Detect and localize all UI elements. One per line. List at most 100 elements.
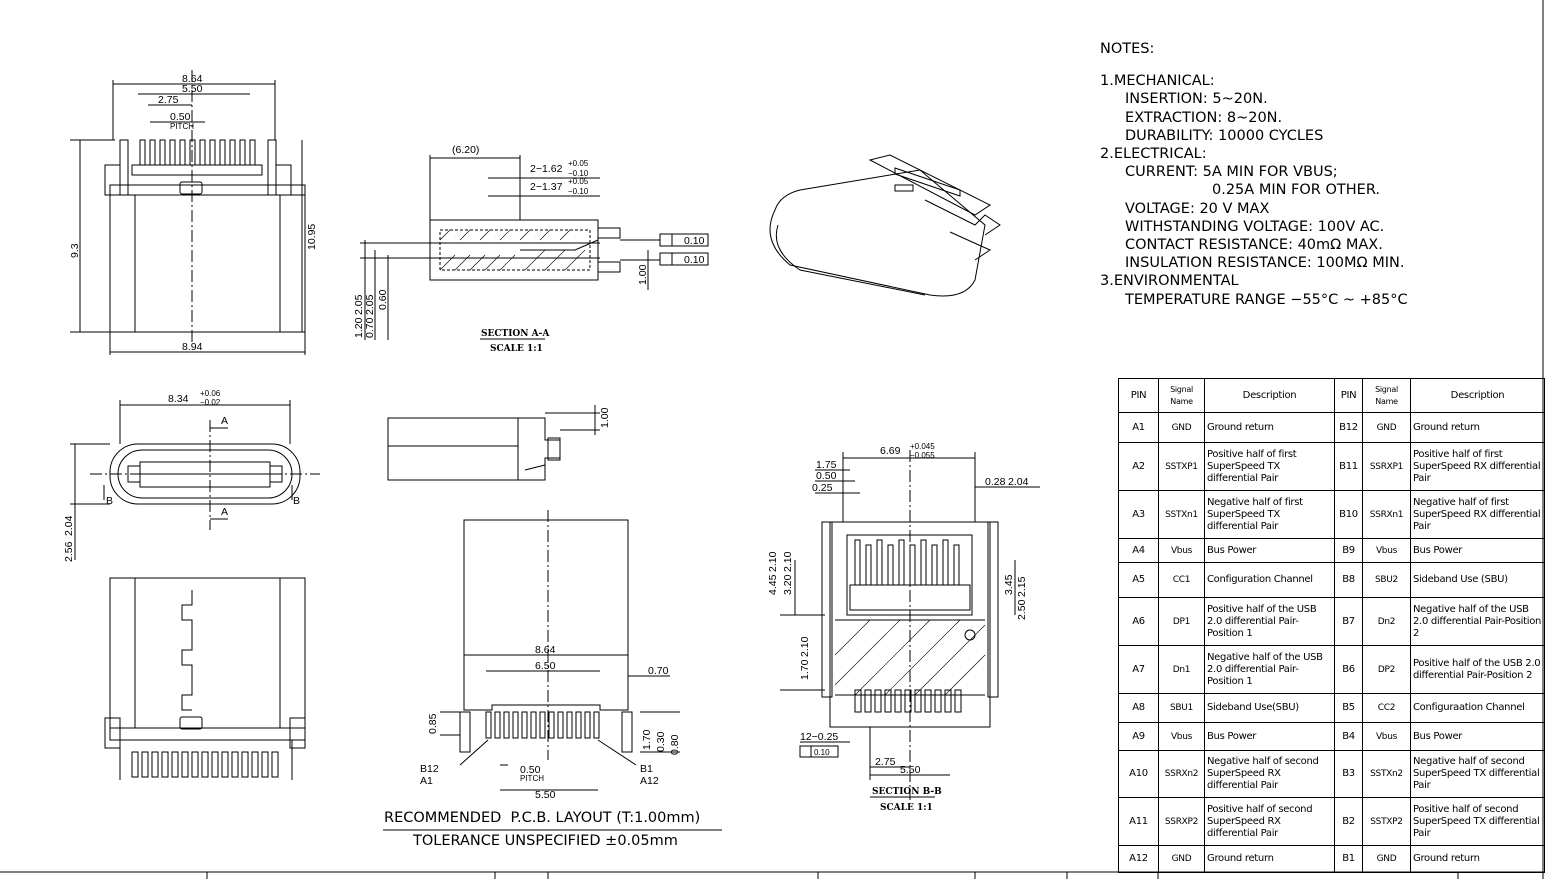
dim-0.70: 0.70 [648,665,669,677]
label-a1: A1 [420,775,433,787]
dim-3.20: 3.20 [782,574,794,595]
dim-0.28: 0.28 [985,476,1006,488]
pin-cell: B6 [1334,645,1363,694]
tol-down: −0.10 [568,187,589,196]
dim-2.10: 2.10 [782,551,794,572]
dim-1.75: 1.75 [816,459,837,471]
pin-cell: B4 [1334,722,1363,751]
description-cell: Positive half of second SuperSpeed TX di… [1410,797,1545,846]
signal-cell: SSRXn1 [1362,490,1411,539]
pin-table-header: PIN Signal Name Description PIN Signal N… [1118,378,1545,413]
tol-down: −0.02 [200,398,221,407]
note-current: CURRENT: 5A MIN FOR VBUS; [1125,164,1338,181]
flatness-0.10: 0.10 [684,254,705,266]
header-description: Description [1204,378,1335,413]
tol-down: −0.055 [910,451,935,460]
pin-cell: A11 [1118,797,1159,846]
description-cell: Ground return [1410,412,1545,443]
dim-1.20: 1.20 [353,317,365,338]
dim-2.75: 2.75 [875,756,896,768]
dim-3.45: 3.45 [1003,574,1015,595]
description-cell: Positive half of the USB 2.0 differentia… [1410,645,1545,694]
signal-cell: SBU1 [1158,693,1205,723]
pin-cell: A6 [1118,597,1159,646]
note-durability: DURABILITY: 10000 CYCLES [1125,127,1324,144]
pin-cell: B10 [1334,490,1363,539]
dim-1.37: 2−1.37 [530,181,563,193]
description-cell: Configuration Channel [1204,562,1335,598]
signal-cell: Vbus [1158,538,1205,563]
position-tolerance: 0.10 [814,748,830,757]
description-cell: Negative half of first SuperSpeed RX dif… [1410,490,1545,539]
pin-cell: B12 [1334,412,1363,443]
description-cell: Positive half of first SuperSpeed RX dif… [1410,442,1545,491]
front-view [70,70,306,355]
pin-cell: A1 [1118,412,1159,443]
note-current-other: 0.25A MIN FOR OTHER. [1212,182,1380,199]
label-b1: B1 [640,763,653,775]
dim-8.64: 8.64 [535,644,556,656]
description-cell: Negative half of the USB 2.0 differentia… [1410,597,1545,646]
dim-pitch: PITCH [170,122,194,131]
dim-4.45: 4.45 [767,574,779,595]
description-cell: Bus Power [1410,722,1545,751]
dim-12-0.25: 12−0.25 [800,731,838,743]
dim-2.10: 2.10 [767,551,779,572]
header-signal: Signal Name [1158,378,1205,413]
section-b-b [780,450,1040,800]
note-extraction: EXTRACTION: 8~20N. [1125,109,1283,126]
title-block [0,871,1544,879]
pin-cell: A4 [1118,538,1159,563]
signal-cell: Vbus [1362,722,1411,751]
header-signal: Signal Name [1362,378,1411,413]
pin-cell: A7 [1118,645,1159,694]
description-cell: Positive half of first SuperSpeed TX dif… [1204,442,1335,491]
dim-1.70: 1.70 [799,659,811,680]
dim-8.34: 8.34 [168,393,189,405]
signal-cell: GND [1362,845,1411,873]
pin-cell: B5 [1334,693,1363,723]
notes-block: NOTES:1.MECHANICAL:INSERTION: 5~20N.EXTR… [1100,40,1408,309]
signal-cell: GND [1362,412,1411,443]
description-cell: Bus Power [1204,722,1335,751]
pcb-layout [440,510,680,791]
dim-6.69: 6.69 [880,445,901,457]
pcb-layout-title: RECOMMENDED P.C.B. LAYOUT (T:1.00mm) [384,810,701,826]
signal-cell: SSTXn2 [1362,750,1411,798]
dim-2.15: 2.15 [1016,576,1028,597]
dim-2.75: 2.75 [158,94,179,106]
contact-pins [139,139,256,166]
dim-0.50: 0.50 [816,470,837,482]
section-scale: SCALE 1:1 [880,803,933,813]
description-cell: Positive half of second SuperSpeed RX di… [1204,797,1335,846]
note-insulation: INSULATION RESISTANCE: 100MΩ MIN. [1125,255,1405,272]
isometric-view [769,154,1001,297]
pin-table: PIN Signal Name Description PIN Signal N… [1118,378,1545,873]
note-environmental: 3.ENVIRONMENTAL [1100,273,1239,290]
dim-1.00: 1.00 [637,264,649,285]
pin-cell: B8 [1334,562,1363,598]
note-withstanding: WITHSTANDING VOLTAGE: 100V AC. [1125,218,1385,235]
description-cell: Bus Power [1410,538,1545,563]
section-a-a [360,155,709,340]
description-cell: Positive half of the USB 2.0 differentia… [1204,597,1335,646]
tol-up: +0.045 [910,442,935,451]
pin-cell: B7 [1334,597,1363,646]
dim-1.62: 2−1.62 [530,163,563,175]
dim-0.50: 0.50 [520,764,541,776]
dim-0.30: 0.30 [655,731,667,752]
note-voltage: VOLTAGE: 20 V MAX [1125,200,1270,217]
description-cell: Sideband Use (SBU) [1410,562,1545,598]
pin-cell: A12 [1118,845,1159,873]
dim-5.50: 5.50 [535,789,556,801]
dim-8.64: 8.64 [182,73,203,85]
